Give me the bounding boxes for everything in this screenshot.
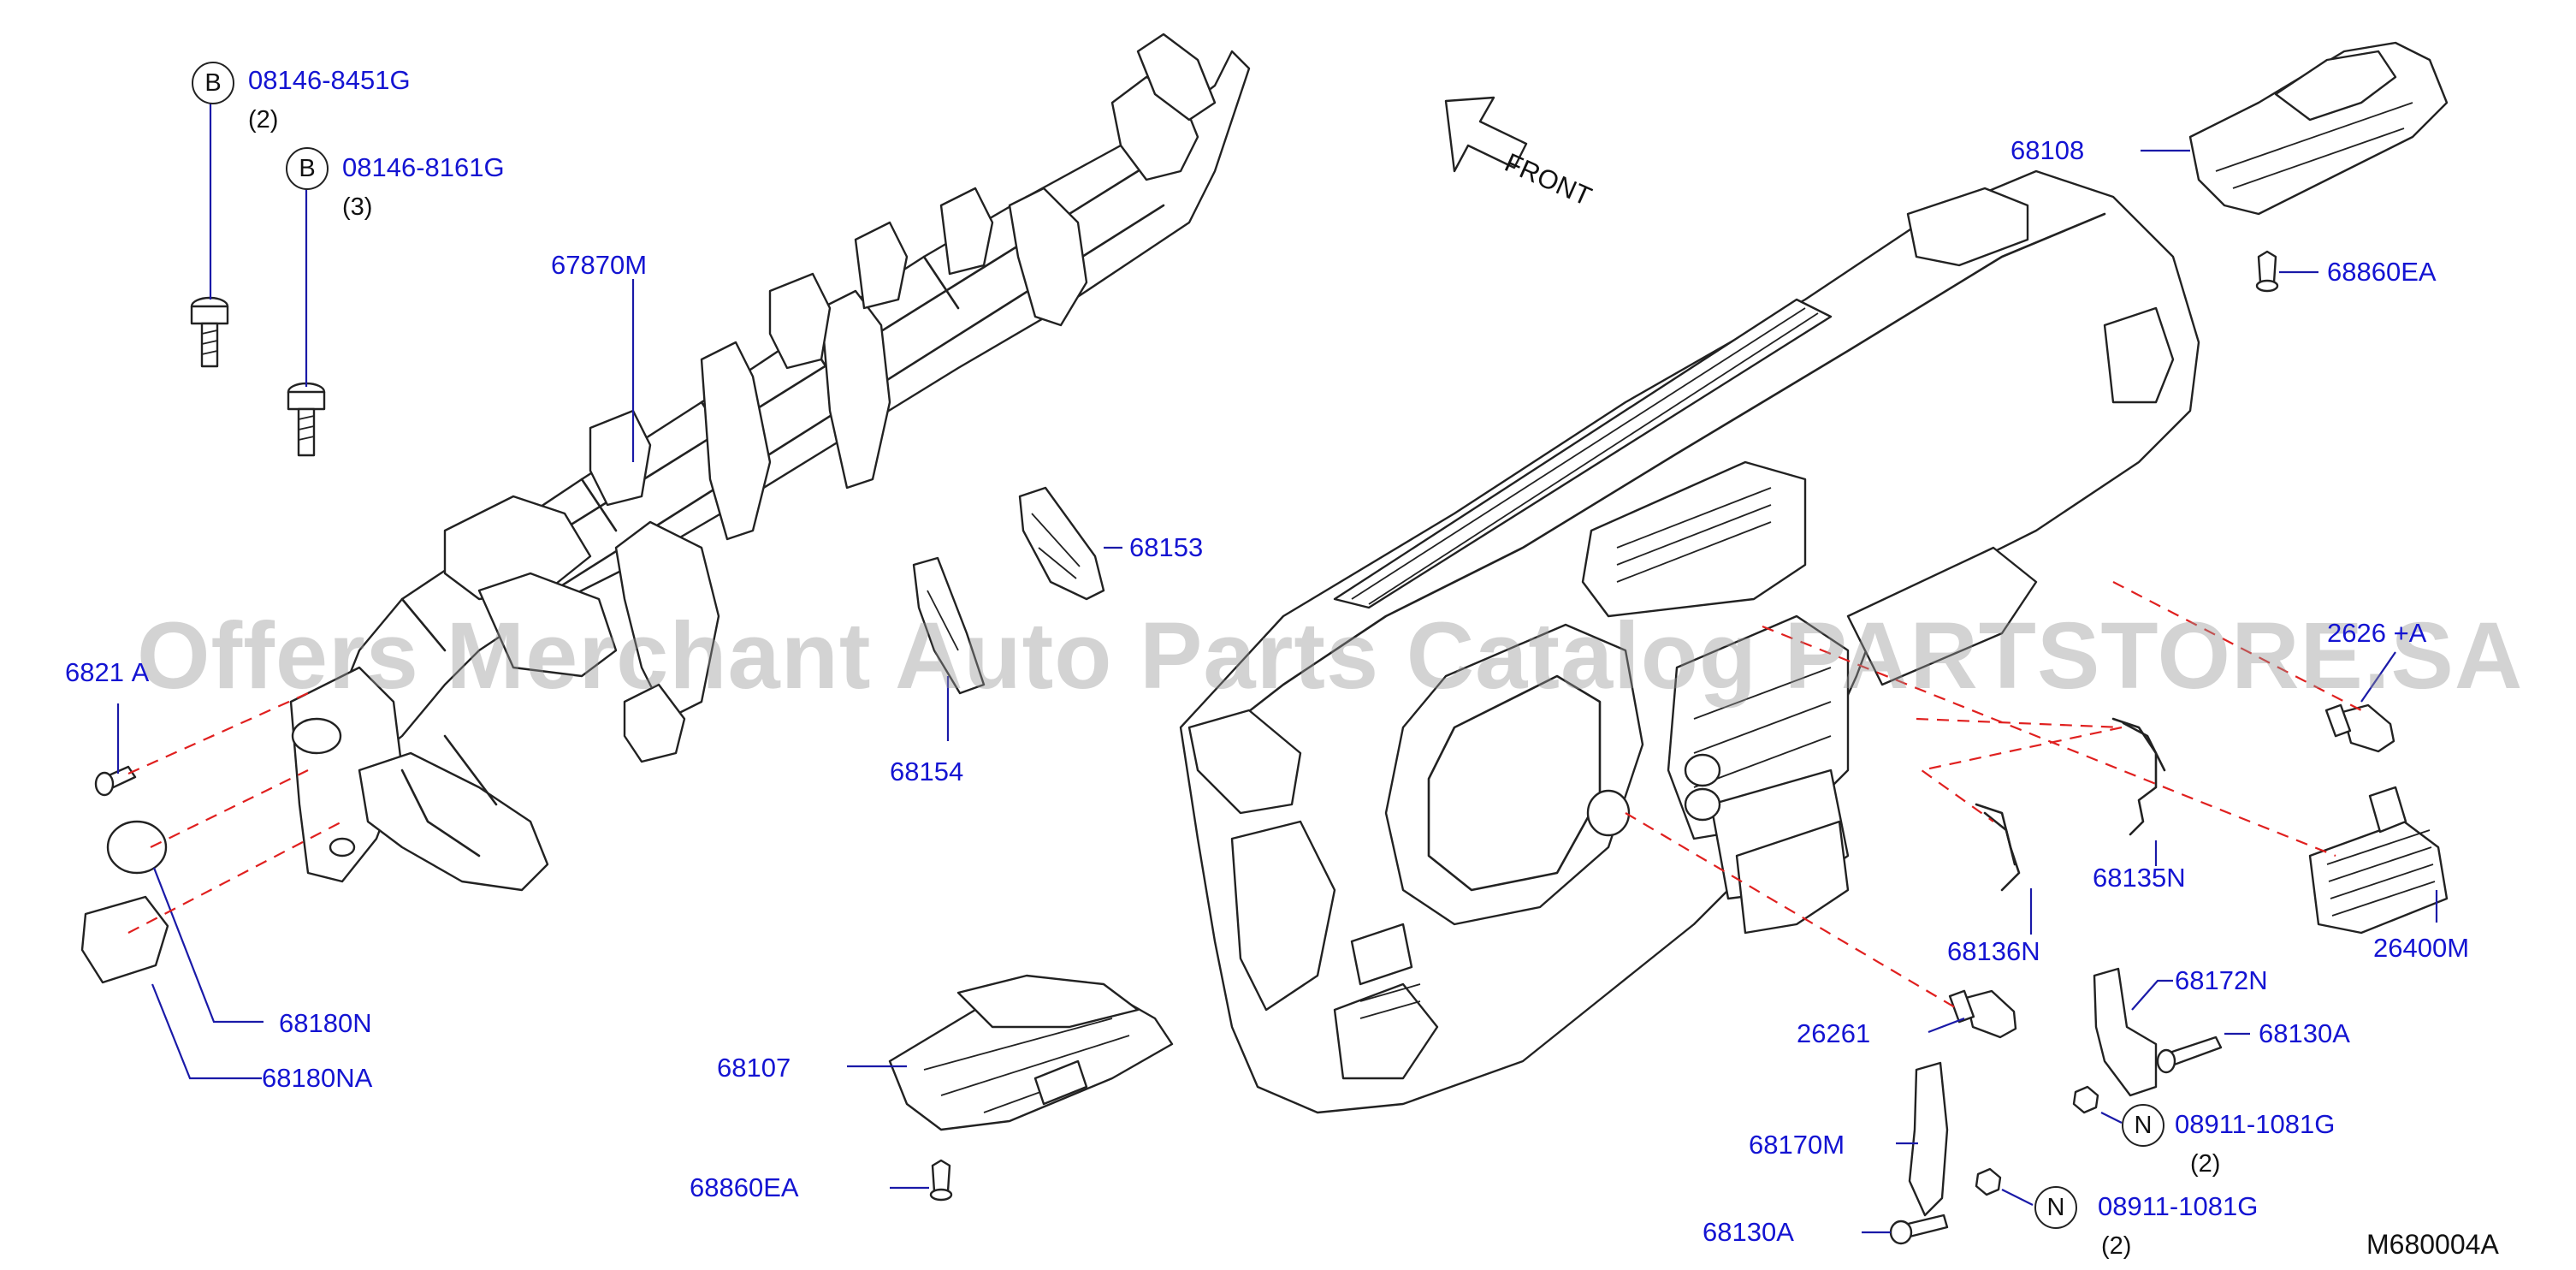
- label-68130a-right[interactable]: 68130A: [2259, 1018, 2350, 1048]
- label-68210a[interactable]: 6821 A: [65, 657, 150, 687]
- cap-68180na: [80, 895, 169, 984]
- front-arrow: [1444, 96, 1528, 173]
- lamp-26400m-shape: [2308, 786, 2449, 935]
- label-08911-1081g-2[interactable]: 08911-1081G: [2098, 1191, 2259, 1221]
- label-68154[interactable]: 68154: [890, 757, 964, 786]
- bracket-68154-shape: [912, 556, 986, 695]
- leader-lines: [116, 103, 2438, 1234]
- label-68172n[interactable]: 68172N: [2175, 965, 2268, 995]
- label-68107[interactable]: 68107: [717, 1053, 791, 1083]
- bolt-b1-marker: B: [192, 62, 234, 104]
- bracket-68170m-shape: [1908, 1061, 1949, 1217]
- screw-68210a: [94, 765, 137, 797]
- bolt-68130a-right-shape: [2156, 1036, 2223, 1074]
- duct-68108-shape: [2188, 41, 2449, 216]
- nut-n1-shape: [2072, 1085, 2099, 1114]
- label-67870m[interactable]: 67870M: [551, 250, 648, 280]
- clip-68860ea-top-shape: [2255, 250, 2279, 293]
- label-68180na[interactable]: 68180NA: [262, 1063, 373, 1093]
- label-08911-1081g-1[interactable]: 08911-1081G: [2175, 1109, 2336, 1139]
- label-08146-8451g[interactable]: 08146-8451G: [248, 65, 411, 95]
- label-68180n[interactable]: 68180N: [279, 1008, 372, 1038]
- qty-08146-8161g: (3): [342, 193, 373, 221]
- label-68130a-left[interactable]: 68130A: [1703, 1217, 1794, 1247]
- instrument-panel-body: [1179, 169, 2200, 1114]
- bolt-b2: [287, 382, 326, 457]
- bolt-b2-marker: B: [286, 147, 329, 190]
- label-68108[interactable]: 68108: [2010, 135, 2085, 165]
- nut-n2-shape: [1975, 1167, 2002, 1196]
- bolt-68130a-left-shape: [1889, 1214, 1949, 1245]
- qty-08146-8451g: (2): [248, 106, 279, 134]
- qty-08911-1081g-2: (2): [2101, 1232, 2132, 1260]
- clip-68860ea-bottom-shape: [929, 1159, 953, 1202]
- assembly-dashed-lines: [127, 581, 2362, 1011]
- harness-68135n-shape: [2111, 717, 2158, 836]
- bulb-2626xa-shape: [2324, 703, 2395, 753]
- label-68153[interactable]: 68153: [1129, 532, 1204, 562]
- harness-68136n-shape: [1975, 803, 2021, 892]
- instrument-panel-member: [289, 33, 1251, 892]
- qty-08911-1081g-1: (2): [2190, 1150, 2221, 1178]
- label-68860ea-bottom[interactable]: 68860EA: [690, 1172, 799, 1202]
- bracket-68153-shape: [1018, 486, 1105, 601]
- duct-68107-shape: [888, 974, 1174, 1131]
- bracket-68172n-shape: [2093, 967, 2158, 1097]
- nut-n1-marker: N: [2122, 1104, 2164, 1147]
- label-2626xa[interactable]: 2626 +A: [2327, 618, 2427, 648]
- label-68860ea-top[interactable]: 68860EA: [2327, 257, 2437, 287]
- label-08146-8161g[interactable]: 08146-8161G: [342, 152, 505, 182]
- label-68136n[interactable]: 68136N: [1947, 936, 2040, 966]
- label-68170m[interactable]: 68170M: [1749, 1130, 1845, 1160]
- bolt-b1: [190, 296, 229, 368]
- label-26400m[interactable]: 26400M: [2373, 933, 2470, 963]
- nut-n2-marker: N: [2034, 1186, 2077, 1229]
- cap-68180n: [106, 820, 168, 875]
- diagram-code: M680004A: [2366, 1229, 2499, 1260]
- bulb-26261-shape: [1948, 989, 2017, 1039]
- label-68135n[interactable]: 68135N: [2093, 863, 2186, 893]
- label-26261[interactable]: 26261: [1797, 1018, 1871, 1048]
